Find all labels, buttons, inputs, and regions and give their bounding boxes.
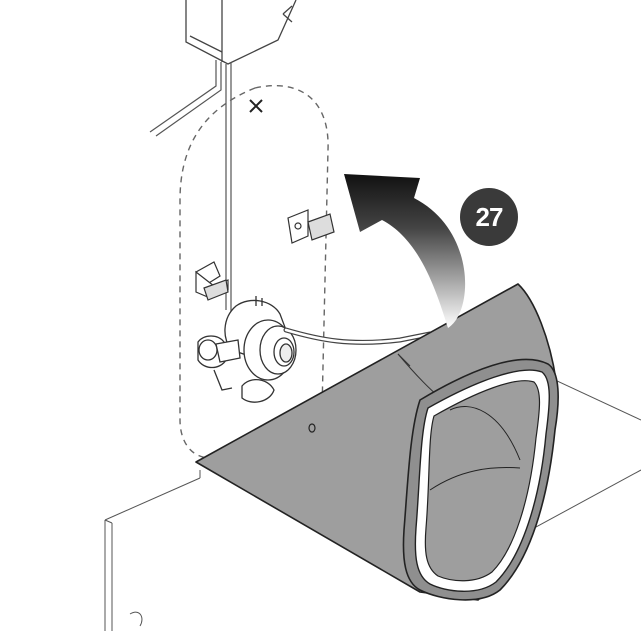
step-badge: 27 [460, 188, 518, 246]
fan-assembly [197, 296, 297, 403]
bracket-lower [195, 261, 229, 301]
cover-opening [402, 358, 559, 601]
step-badge-circle [460, 188, 518, 246]
cable [149, 60, 232, 312]
cut-mark-icon [249, 99, 263, 113]
bracket-upper [287, 209, 335, 244]
step-number: 27 [476, 202, 503, 232]
electrical-box [185, 0, 297, 65]
lift-arrow-icon [344, 174, 466, 328]
cover-screw-hole [308, 423, 316, 433]
